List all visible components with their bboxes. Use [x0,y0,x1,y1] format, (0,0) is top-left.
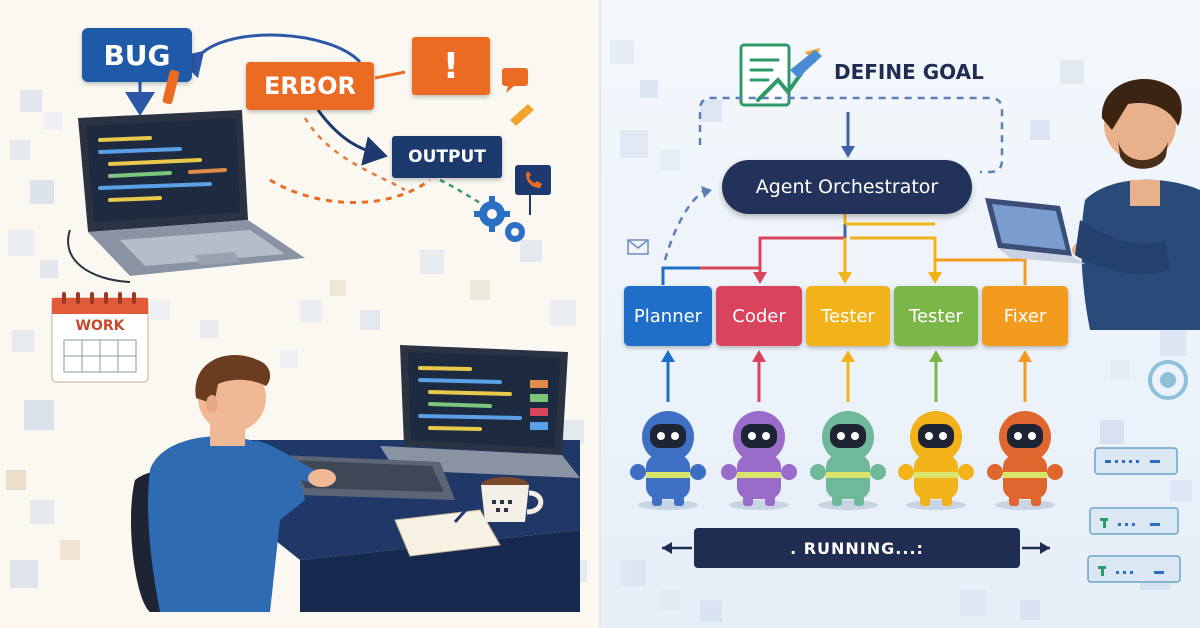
output-label: OUTPUT [392,136,502,178]
agent-chip-label: Fixer [1003,305,1047,327]
agent-up-arrow [661,350,675,402]
agent-chip: Tester [806,286,890,346]
dashed-goal-loop [698,96,1004,174]
robot-agent [810,411,886,510]
connector-arrowheads [753,272,942,284]
robot-agent [630,411,706,510]
gears-icon [474,196,525,242]
side-status-panels [1087,447,1181,583]
running-status-bar: . RUNNING...: [694,528,1020,568]
top-laptop [67,110,305,283]
agent-orchestrator-text: Agent Orchestrator [755,176,939,198]
define-goal-label: DEFINE GOAL [834,60,984,84]
agent-up-arrow [752,350,766,402]
arrow-error-to-alert [374,70,406,80]
arrow-error-to-output [316,109,388,166]
mosaic-right [610,40,1192,622]
dashed-link-orange [269,178,431,204]
arrow-error-to-bug [176,33,362,79]
chat-bubble-icon [502,68,528,93]
phone-icon [515,165,551,195]
bug-label-text: BUG [103,38,171,72]
agent-chip-label: Planner [633,305,703,327]
orchestrator-connectors [661,212,1027,285]
agent-chip: Tester [894,286,978,346]
pencil-icon [510,104,534,126]
agent-chip-label: Tester [821,305,875,327]
error-label: ERBOR [246,62,374,110]
dashed-link-orange-2 [303,117,406,192]
agent-chip: Coder [716,286,802,346]
agent-chip: Planner [624,286,712,346]
work-calendar-icon [51,292,149,383]
mosaic-left [6,90,587,588]
robot-agent [987,411,1063,510]
manager-person [985,79,1200,330]
agent-up-arrow [841,350,855,402]
agent-chip-label: Tester [909,305,963,327]
alert-exclamation: ! [442,45,460,87]
developer-desk-scene [130,345,580,612]
envelope-icon [627,239,649,255]
running-status-text: . RUNNING...: [790,538,924,558]
robot-team [630,350,1063,510]
error-label-text: ERBOR [263,72,357,100]
output-label-text: OUTPUT [408,147,486,167]
agent-orchestrator-box: Agent Orchestrator [722,160,972,214]
agent-up-arrow [1018,350,1032,402]
agent-chip: Fixer [982,286,1068,346]
agent-chip-label: Coder [732,305,786,327]
target-ornament [1148,360,1188,400]
work-calendar-label: WORK [75,318,125,334]
goal-document-icon [739,43,822,107]
alert-box: ! [412,37,490,95]
agent-up-arrow [929,350,943,402]
robot-agent [898,411,974,510]
robot-agent [721,411,797,510]
